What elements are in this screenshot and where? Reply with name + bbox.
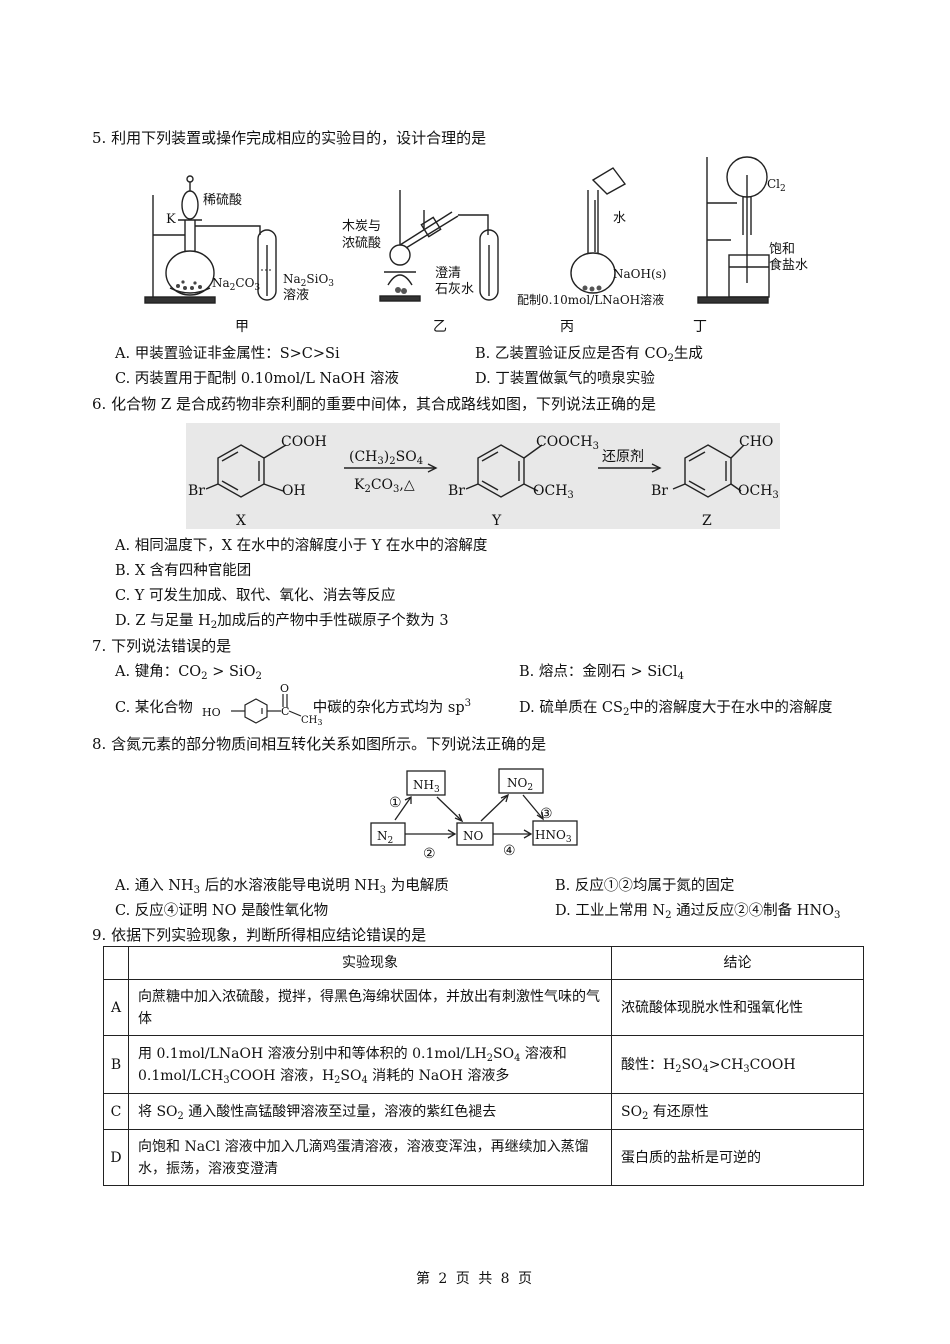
z-cho: CHO (739, 434, 773, 450)
q8-stem: 8. 含氮元素的部分物质间相互转化关系如图所示。下列说法正确的是 (92, 735, 547, 753)
svg-text:CH3: CH3 (301, 715, 322, 727)
q8-option-b[interactable]: B. 反应①②均属于氮的固定 (555, 878, 735, 894)
dia-r1: ① (389, 795, 402, 811)
c-struct-c: C (281, 705, 289, 718)
q8-nitrogen-diagram: NH3 NO2 N2 NO HNO3 ① ② ③ ④ (370, 768, 578, 862)
q5-option-a[interactable]: A. 甲装置验证非金属性：S>C>Si (115, 346, 340, 362)
yi-label-reagent2: 浓硫酸 (342, 236, 381, 251)
x-br: Br (188, 483, 205, 499)
q5-option-c[interactable]: C. 丙装置用于配制 0.10mol/L NaOH 溶液 (115, 371, 399, 387)
bing-label-water: 水 (613, 211, 626, 226)
z-label: Z (702, 513, 712, 529)
dia-no: NO (463, 829, 484, 843)
table-header-conclusion: 结论 (611, 946, 864, 980)
dia-r2: ② (423, 846, 436, 862)
apparatus-ding: Cl2 饱和 食盐水 (697, 156, 808, 304)
table-row: C 将 SO2 通入酸性高锰酸钾溶液至过量，溶液的紫红色褪去 SO2 有还原性 (103, 1093, 864, 1130)
svg-text:Cl2: Cl2 (767, 177, 786, 194)
table-row: D 向饱和 NaCl 溶液中加入几滴鸡蛋清溶液，溶液变浑浊，再继续加入蒸馏水，振… (103, 1129, 864, 1186)
q6-stem: 6. 化合物 Z 是合成药物非奈利酮的重要中间体，其合成路线如图，下列说法正确的… (92, 395, 657, 413)
q6-synthesis-scheme (186, 423, 780, 529)
q9-table: 实验现象 结论 A 向蔗糖中加入浓硫酸，搅拌，得黑色海绵状固体，并放出有刺激性气… (103, 946, 864, 1186)
q6-option-d[interactable]: D. Z 与足量 H2加成后的产物中手性碳原子个数为 3 (115, 613, 449, 631)
caption-jia: 甲 (235, 319, 249, 335)
apparatus-yi: 木炭与 浓硫酸 澄清 石灰水 (342, 190, 499, 302)
q6-option-a[interactable]: A. 相同温度下，X 在水中的溶解度小于 Y 在水中的溶解度 (115, 538, 488, 554)
dia-r4: ④ (503, 843, 516, 859)
yi-label-lime1: 澄清 (435, 266, 461, 281)
svg-text:Na2CO3: Na2CO3 (212, 276, 260, 293)
table-header-blank (103, 946, 129, 980)
q6-scheme-structures: COOH OH Br (CH3)2SO4 K2CO3,△ COOCH3 OCH3… (188, 434, 779, 529)
q7-c-structure: HO O C CH3 (202, 682, 322, 727)
x-oh: OH (282, 483, 306, 499)
row-conclusion: 浓硫酸体现脱水性和强氧化性 (611, 979, 864, 1036)
svg-text:Na2SiO3: Na2SiO3 (283, 272, 334, 289)
svg-text:NO2: NO2 (507, 776, 533, 793)
ding-label-liquid1: 饱和 (769, 242, 795, 257)
row-conclusion: 蛋白质的盐析是可逆的 (611, 1129, 864, 1186)
svg-text:HNO3: HNO3 (535, 828, 572, 845)
row-observation: 向饱和 NaCl 溶液中加入几滴鸡蛋清溶液，溶液变浑浊，再继续加入蒸馏水，振荡，… (128, 1129, 612, 1186)
page-footer: 第 2 页 共 8 页 (415, 1271, 535, 1287)
apparatus-bing: 水 NaOH(s) 配制0.10mol/LNaOH溶液 (517, 167, 666, 307)
row-letter[interactable]: D (103, 1129, 129, 1186)
svg-text:COOCH3: COOCH3 (536, 434, 599, 452)
q8-option-a[interactable]: A. 通入 NH3 后的水溶液能导电说明 NH3 为电解质 (115, 878, 449, 896)
row-observation: 将 SO2 通入酸性高锰酸钾溶液至过量，溶液的紫红色褪去 (128, 1093, 612, 1130)
q6-option-c[interactable]: C. Y 可发生加成、取代、氧化、消去等反应 (115, 588, 396, 604)
svg-text:NH3: NH3 (413, 778, 440, 795)
bing-label-note: 配制0.10mol/LNaOH溶液 (517, 292, 664, 307)
q7-option-b[interactable]: B. 熔点：金刚石 > SiCl4 (519, 664, 684, 682)
row-letter[interactable]: B (103, 1035, 129, 1094)
z-br: Br (651, 483, 668, 499)
table-row: A 向蔗糖中加入浓硫酸，搅拌，得黑色海绵状固体，并放出有刺激性气味的气体 浓硫酸… (103, 979, 864, 1036)
jia-label-solution: 溶液 (283, 288, 309, 303)
table-row: B 用 0.1mol/LNaOH 溶液分别中和等体积的 0.1mol/LH2SO… (103, 1035, 864, 1094)
reagent-reducer: 还原剂 (602, 449, 644, 465)
svg-text:K2CO3,△: K2CO3,△ (354, 477, 415, 495)
yi-label-lime2: 石灰水 (435, 282, 474, 297)
bing-label-flask: NaOH(s) (613, 267, 666, 281)
q5-option-d[interactable]: D. 丁装置做氯气的喷泉实验 (475, 371, 655, 387)
yi-label-reagent1: 木炭与 (342, 219, 381, 234)
dia-r3: ③ (540, 806, 553, 822)
q7-option-a[interactable]: A. 键角：CO2 > SiO2 (115, 664, 262, 682)
y-br: Br (448, 483, 465, 499)
svg-text:N2: N2 (377, 829, 393, 846)
x-cooh: COOH (281, 434, 327, 450)
q9-stem: 9. 依据下列实验现象，判断所得相应结论错误的是 (92, 926, 427, 944)
q7-option-c[interactable]: C. 某化合物中碳的杂化方式均为 sp3 (115, 698, 472, 716)
row-conclusion: SO2 有还原性 (611, 1093, 864, 1130)
table-header-observation: 实验现象 (128, 946, 612, 980)
q5-option-b[interactable]: B. 乙装置验证反应是否有 CO2生成 (475, 346, 703, 364)
jia-label-valve: K (166, 212, 176, 227)
q6-option-b[interactable]: B. X 含有四种官能团 (115, 563, 252, 579)
q8-option-c[interactable]: C. 反应④证明 NO 是酸性氧化物 (115, 903, 329, 919)
caption-ding: 丁 (693, 319, 707, 335)
svg-text:OCH3: OCH3 (738, 483, 779, 501)
svg-text:(CH3)2SO4: (CH3)2SO4 (349, 449, 423, 467)
row-observation: 向蔗糖中加入浓硫酸，搅拌，得黑色海绵状固体，并放出有刺激性气味的气体 (128, 979, 612, 1036)
row-letter[interactable]: A (103, 979, 129, 1036)
q7-option-d[interactable]: D. 硫单质在 CS2中的溶解度大于在水中的溶解度 (519, 700, 833, 718)
caption-bing: 丙 (560, 319, 574, 335)
q5-stem: 5. 利用下列装置或操作完成相应的实验目的，设计合理的是 (92, 129, 487, 147)
row-observation: 用 0.1mol/LNaOH 溶液分别中和等体积的 0.1mol/LH2SO4 … (128, 1035, 612, 1094)
q8-option-d[interactable]: D. 工业上常用 N2 通过反应②④制备 HNO3 (555, 903, 841, 921)
x-label: X (236, 513, 246, 529)
c-struct-o: O (280, 682, 289, 695)
q7-stem: 7. 下列说法错误的是 (92, 637, 232, 655)
svg-text:OCH3: OCH3 (533, 483, 574, 501)
row-letter[interactable]: C (103, 1093, 129, 1130)
ding-label-liquid2: 食盐水 (769, 257, 808, 273)
jia-label-acid: 稀硫酸 (203, 193, 242, 208)
row-conclusion: 酸性：H2SO4>CH3COOH (611, 1035, 864, 1094)
c-struct-ho: HO (202, 706, 221, 719)
apparatus-jia: 稀硫酸 K Na2CO3 Na2SiO3 溶液 (144, 175, 334, 304)
y-label: Y (491, 513, 502, 529)
caption-yi: 乙 (433, 319, 447, 335)
